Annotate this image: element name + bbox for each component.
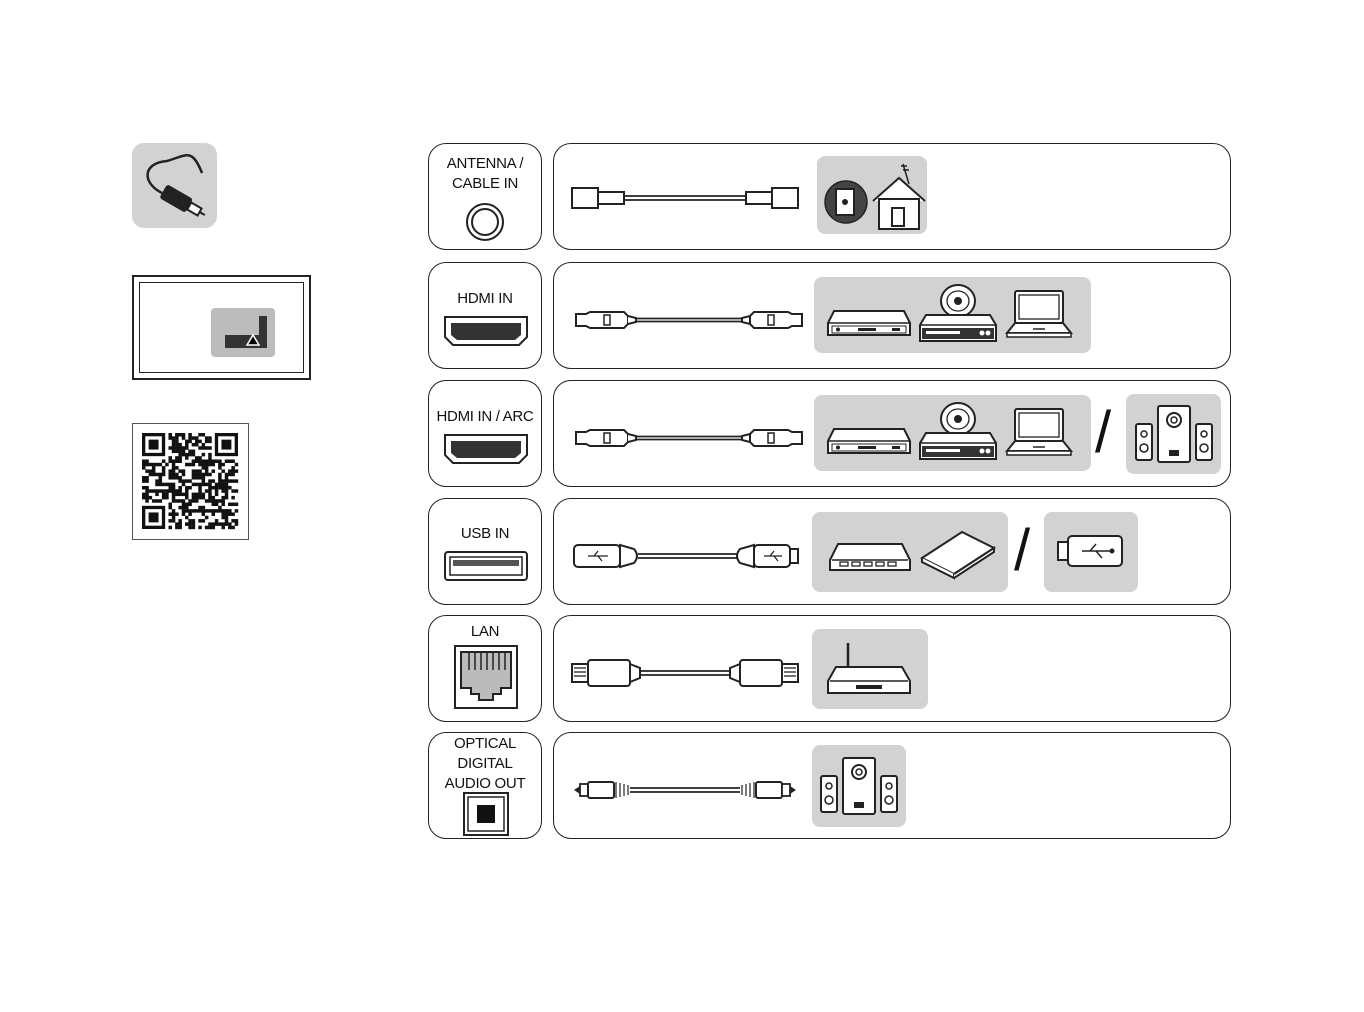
usb-cable-icon: [572, 539, 802, 573]
set-top-box-icon: [826, 309, 912, 339]
antenna-wall-house-icon: [817, 156, 927, 234]
port-hdmi-arc-box: HDMI IN / ARC: [428, 380, 542, 487]
port-usb-box: USB IN: [428, 498, 542, 605]
cable-antenna-box: [553, 143, 1231, 250]
router-icon: [826, 641, 912, 697]
port-hdmi-box: HDMI IN: [428, 262, 542, 369]
lan-cable-icon: [570, 658, 800, 688]
optical-cable-icon: [572, 778, 802, 802]
cable-icon: [132, 143, 217, 228]
hdmi-port-icon: [443, 315, 529, 347]
optical-port-icon: [462, 791, 510, 837]
port-hdmi-arc-label: HDMI IN / ARC: [429, 407, 541, 427]
port-hdmi-label: HDMI IN: [429, 289, 541, 309]
port-lan-box: LAN: [428, 615, 542, 722]
cable-optical-box: [553, 732, 1231, 839]
cable-icon-tile: [132, 143, 217, 228]
separator-slash: /: [1095, 403, 1111, 463]
coax-cable-icon: [570, 184, 800, 214]
set-top-box-icon: [826, 427, 912, 457]
usb-hub-icon: [828, 542, 912, 572]
coax-port-icon: [465, 202, 505, 242]
speakers-icon: [1134, 404, 1214, 464]
dvd-player-icon: [918, 283, 998, 347]
port-antenna-box: ANTENNA /CABLE IN: [428, 143, 542, 250]
usb-stick-icon: [1056, 532, 1126, 572]
cable-usb-box: /: [553, 498, 1231, 605]
qr-code: [132, 423, 249, 540]
laptop-icon: [1005, 407, 1073, 457]
cable-lan-box: [553, 615, 1231, 722]
usb-port-icon: [443, 550, 529, 582]
dvd-player-icon: [918, 401, 998, 465]
lan-port-icon: [453, 644, 519, 710]
separator-slash: /: [1014, 521, 1030, 581]
external-hdd-icon: [918, 528, 998, 578]
hdmi-cable-icon: [574, 305, 804, 335]
tv-rear-panel-icon: [132, 275, 311, 380]
speakers-icon: [819, 756, 899, 816]
port-antenna-label: ANTENNA /CABLE IN: [429, 154, 541, 194]
hdmi-cable-icon: [574, 423, 804, 453]
cable-hdmi-arc-box: /: [553, 380, 1231, 487]
port-lan-label: LAN: [429, 622, 541, 642]
hdmi-arc-port-icon: [443, 433, 529, 465]
laptop-icon: [1005, 289, 1073, 339]
port-usb-label: USB IN: [429, 524, 541, 544]
cable-hdmi-box: [553, 262, 1231, 369]
